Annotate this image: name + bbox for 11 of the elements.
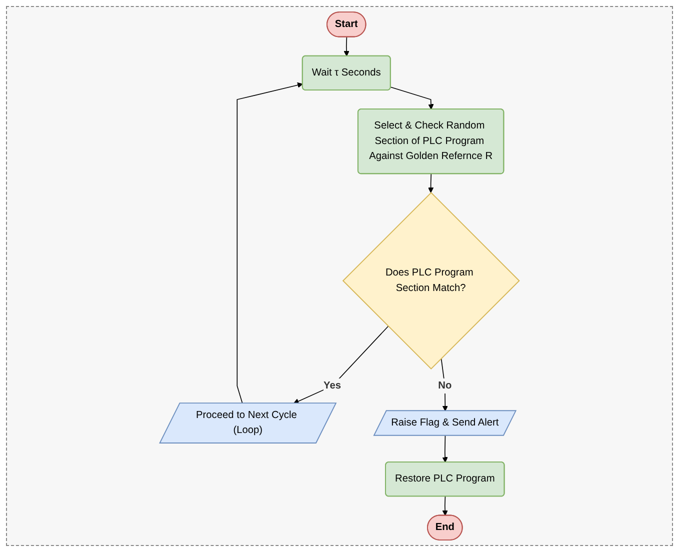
arrow (428, 174, 434, 193)
arrow (236, 82, 303, 404)
dashed-frame: Yes No Start Wait τ Seconds Select & Check Random Section of PLC Program Against Golden Refernce R Does PLC Program Section Match? Proceed to Next Cycle (Loop) Raise Flag & Send Alert Restore PLC Program End (6, 6, 673, 546)
arrow (293, 326, 389, 404)
edge-label: Yes (324, 380, 342, 392)
arrow (390, 86, 434, 110)
arrow (442, 496, 448, 516)
node-diamond (342, 192, 520, 370)
arrow (442, 435, 448, 463)
arrow (344, 36, 350, 56)
edge-label: No (438, 380, 452, 392)
